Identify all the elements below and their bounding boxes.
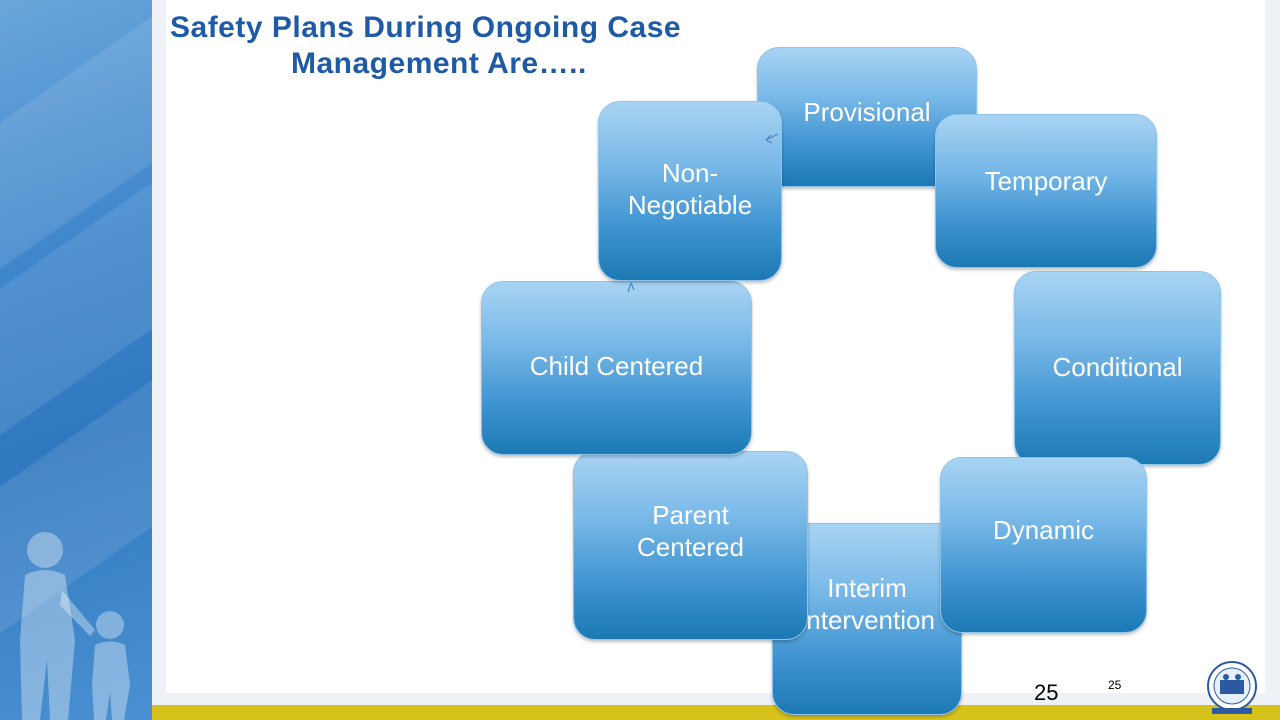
cycle-box-temporary: Temporary xyxy=(935,114,1157,268)
cycle-box-non-negotiable: Non- Negotiable xyxy=(598,101,782,281)
cycle-box-parent-centered: Parent Centered xyxy=(573,451,808,640)
cycle-box-label: Dynamic xyxy=(992,515,1095,545)
slide-title-line2: Management Are….. xyxy=(291,47,587,80)
family-silhouette-image xyxy=(20,532,130,720)
cycle-box-child-centered: Child Centered xyxy=(481,281,752,455)
cycle-box-label: Child Centered xyxy=(529,351,704,381)
cycle-box-label: Provisional xyxy=(803,97,931,127)
cycle-box-label: Non- Negotiable xyxy=(627,158,753,220)
page-number-large: 25 xyxy=(1034,680,1059,705)
cycle-box-label: Interim Intervention xyxy=(799,573,935,635)
cycle-box-label: Parent Centered xyxy=(637,499,744,562)
slide-title-line1: Safety Plans During Ongoing Case xyxy=(170,11,682,44)
left-decorative-panel xyxy=(0,0,152,720)
cycle-box-label: Conditional xyxy=(1052,352,1183,382)
slide-title: Safety Plans During Ongoing Case Managem… xyxy=(170,10,810,82)
cycle-box-conditional: Conditional xyxy=(1014,271,1221,465)
connector-arrow-icon xyxy=(765,133,779,144)
cycle-box-dynamic: Dynamic xyxy=(940,457,1147,633)
department-seal-logo-icon xyxy=(1207,661,1257,714)
connector-arrow-icon xyxy=(627,281,635,293)
bottom-accent-bar xyxy=(152,705,1280,720)
cycle-box-label: Temporary xyxy=(984,166,1108,196)
page-number-small: 25 xyxy=(1108,678,1122,692)
